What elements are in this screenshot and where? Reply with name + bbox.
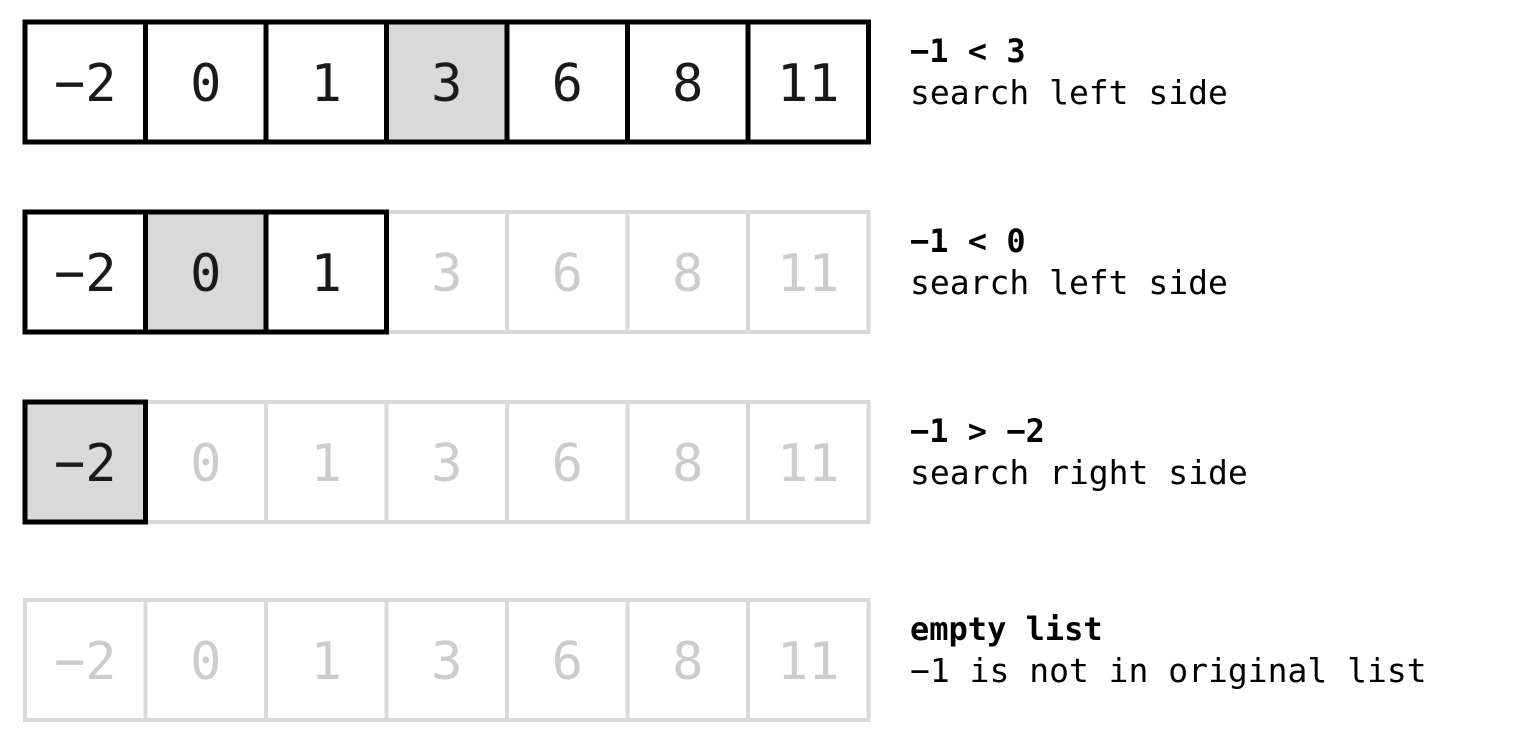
search-step-row: −2 0 1 3 6 8 11	[22, 19, 871, 145]
comparison-label: −1 < 0	[910, 222, 1026, 260]
cell-value: 8	[672, 244, 703, 304]
inactive-cell: 3	[384, 400, 509, 524]
inactive-cell: 1	[264, 598, 389, 722]
cell-value: 11	[777, 632, 840, 692]
action-label: −1 is not in original list	[910, 651, 1427, 690]
comparison-label: empty list	[910, 610, 1103, 648]
cell-box	[23, 598, 148, 722]
cell-value: 1	[311, 244, 342, 304]
inactive-cell: −2	[23, 598, 148, 722]
cell-box	[625, 210, 750, 334]
inactive-cell: 8	[625, 598, 750, 722]
cell-value: 8	[672, 434, 703, 494]
cell-box	[746, 210, 871, 334]
inactive-cell: 6	[505, 400, 630, 524]
midpoint-cell: 3	[384, 19, 510, 145]
cell-value: 6	[552, 434, 583, 494]
cell-value: 3	[431, 244, 462, 304]
cell-box	[505, 210, 630, 334]
cell-value: 0	[190, 632, 221, 692]
inactive-cell: 8	[625, 210, 750, 334]
cell-value: 11	[777, 244, 840, 304]
cell-value: 6	[552, 244, 583, 304]
cell-box	[22, 399, 148, 525]
cell-box	[384, 598, 509, 722]
action-label: search left side	[910, 73, 1228, 112]
cell-box	[746, 598, 871, 722]
cell-value: −2	[54, 632, 117, 692]
action-label: search left side	[910, 263, 1228, 302]
comparison-label: −1 > −2	[910, 412, 1045, 450]
cell-box	[22, 19, 148, 145]
cell-box	[384, 400, 509, 524]
cell-box	[504, 19, 630, 145]
cell-value: 1	[311, 632, 342, 692]
cell-value: 3	[431, 632, 462, 692]
inactive-cell: 0	[143, 400, 268, 524]
cell-box	[745, 19, 871, 145]
inactive-cell: 3	[384, 598, 509, 722]
cell-value: 0	[190, 244, 221, 304]
cell-box	[263, 19, 389, 145]
comparison-label: −1 < 3	[910, 32, 1026, 70]
inactive-cell: 1	[264, 400, 389, 524]
step-caption: empty list−1 is not in original list	[910, 610, 1427, 690]
cell-box	[625, 400, 750, 524]
active-cell: 6	[504, 19, 630, 145]
cell-box	[625, 19, 751, 145]
cell-box	[263, 209, 389, 335]
search-step-row: −2 0 1 3 6 8 11	[23, 598, 871, 722]
cell-box	[264, 400, 389, 524]
midpoint-cell: −2	[22, 399, 148, 525]
cell-box	[143, 598, 268, 722]
midpoint-cell: 0	[143, 209, 269, 335]
search-step-row: 3 6 8 11 −2 0 1	[22, 209, 871, 335]
cell-value: −2	[54, 434, 117, 494]
cell-value: −2	[54, 244, 117, 304]
active-cell: 8	[625, 19, 751, 145]
cell-value: 0	[190, 54, 221, 114]
cell-value: 8	[672, 632, 703, 692]
cell-box	[625, 598, 750, 722]
cell-value: 6	[552, 54, 583, 114]
inactive-cell: 8	[625, 400, 750, 524]
cell-box	[746, 400, 871, 524]
inactive-cell: 3	[384, 210, 509, 334]
cell-box	[143, 209, 269, 335]
cell-value: 11	[777, 54, 840, 114]
action-label: search right side	[910, 453, 1248, 492]
rows-layer: −2 0 1 3 6 8 11 3 6 8 11 −2 0 1 0 1 3 6 8 11 −2 −2 0 1 3 6 8 11	[22, 19, 871, 722]
active-cell: 1	[263, 209, 389, 335]
cell-value: 3	[431, 434, 462, 494]
active-cell: 11	[745, 19, 871, 145]
inactive-cell: 6	[505, 210, 630, 334]
active-cell: −2	[22, 19, 148, 145]
active-cell: −2	[22, 209, 148, 335]
cell-value: 0	[190, 434, 221, 494]
inactive-cell: 0	[143, 598, 268, 722]
cell-value: 8	[672, 54, 703, 114]
cell-value: 6	[552, 632, 583, 692]
inactive-cell: 11	[746, 210, 871, 334]
active-cell: 1	[263, 19, 389, 145]
cell-value: 3	[431, 54, 462, 114]
cell-box	[143, 19, 269, 145]
cell-box	[22, 209, 148, 335]
inactive-cell: 11	[746, 400, 871, 524]
cell-value: −2	[54, 54, 117, 114]
cell-value: 11	[777, 434, 840, 494]
cell-value: 1	[311, 54, 342, 114]
active-cell: 0	[143, 19, 269, 145]
search-step-row: 0 1 3 6 8 11 −2	[22, 399, 871, 525]
inactive-cell: 11	[746, 598, 871, 722]
inactive-cell: 6	[505, 598, 630, 722]
cell-value: 1	[311, 434, 342, 494]
